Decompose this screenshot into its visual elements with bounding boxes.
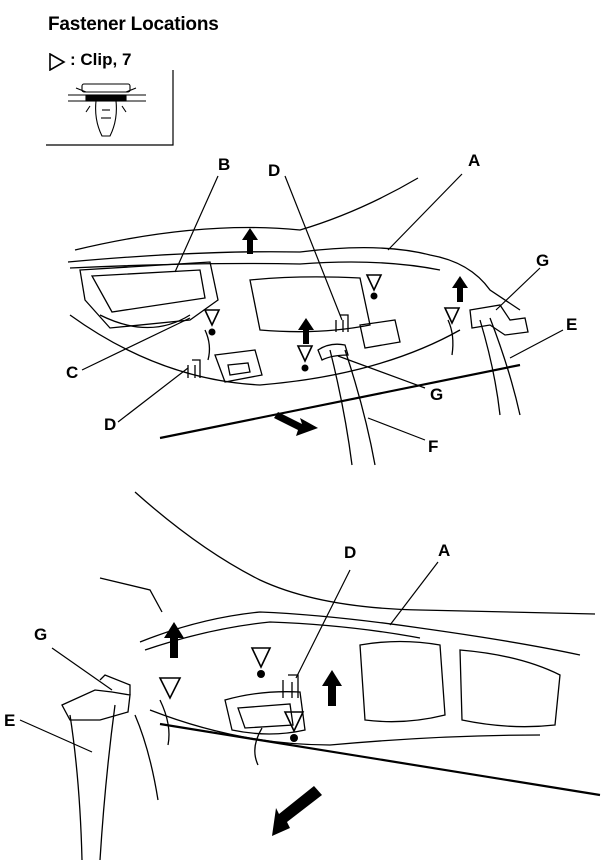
up-arrow-icon [322, 670, 342, 706]
up-arrow-icon [242, 228, 258, 254]
callout-g-right: G [536, 251, 550, 270]
lower-clip-heads [257, 670, 298, 742]
lower-clip-markers [158, 647, 305, 733]
up-arrow-icon [452, 276, 468, 302]
clip-detail-icon [68, 83, 146, 137]
upper-headliner-outline [67, 177, 529, 466]
pull-arrow-icon [274, 412, 318, 436]
clip-triangle-icon [203, 309, 221, 327]
upper-clip-markers [203, 274, 461, 363]
pull-arrow-icon [272, 786, 322, 836]
clip-triangle-icon [49, 53, 66, 71]
lower-removal-arrows [164, 622, 342, 706]
callout-e-bottom: E [4, 711, 16, 730]
callout-c: C [66, 363, 79, 382]
callout-b: B [218, 155, 231, 174]
callout-d-bottom: D [344, 543, 357, 562]
clip-triangle-icon [250, 647, 272, 669]
callout-a-bottom: A [438, 541, 451, 560]
upper-clip-heads [208, 292, 378, 372]
clip-triangle-icon [296, 345, 314, 363]
upper-diagram [67, 173, 564, 466]
lower-diagram [19, 491, 601, 861]
callout-a-upper: A [468, 151, 481, 170]
lower-leader-lines [19, 561, 439, 753]
callout-d-upper: D [268, 161, 281, 180]
callout-d-lower: D [104, 415, 117, 434]
clip-triangle-icon [283, 711, 305, 733]
clip-triangle-icon [158, 677, 182, 700]
lower-headliner-outline [61, 491, 601, 861]
clip-legend-text: : Clip, 7 [70, 50, 132, 69]
up-arrow-icon [298, 318, 314, 344]
clip-triangle-icon [365, 274, 383, 292]
page-title: Fastener Locations [48, 14, 219, 35]
up-arrow-icon [164, 622, 184, 658]
upper-leader-lines [81, 173, 564, 441]
callout-g-mid: G [430, 385, 444, 404]
clip-detail-inset [46, 70, 174, 146]
clip-triangle-icon [443, 307, 461, 325]
callout-e-upper: E [566, 315, 578, 334]
upper-removal-arrows [242, 228, 468, 344]
callout-f: F [428, 437, 439, 456]
callout-g-bottom: G [34, 625, 48, 644]
